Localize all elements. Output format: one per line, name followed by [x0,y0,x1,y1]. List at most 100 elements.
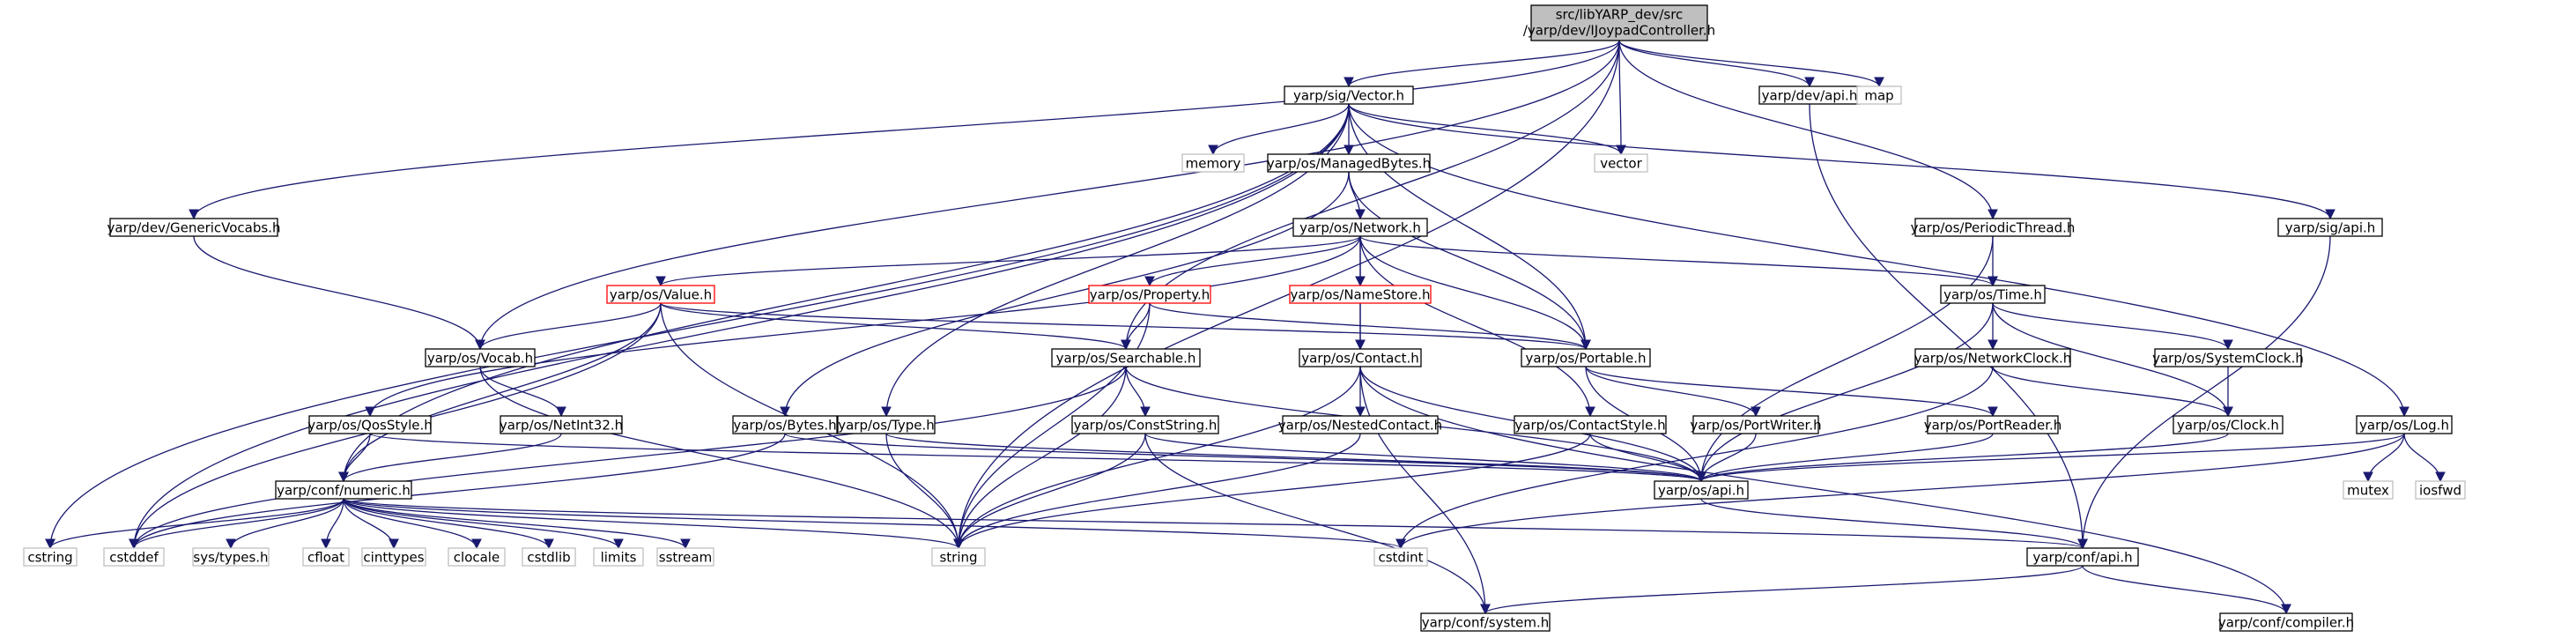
node-cstddef[interactable]: cstddef [103,547,165,567]
node-cstdlib[interactable]: cstdlib [522,547,576,567]
node-vocab-label: yarp/os/Vocab.h [427,351,533,367]
node-clocale[interactable]: clocale [448,547,506,567]
node-memory[interactable]: memory [1181,153,1245,173]
node-searchable[interactable]: yarp/os/Searchable.h [1051,348,1201,367]
node-periodic[interactable]: yarp/os/PeriodicThread.h [1911,218,2076,237]
node-vector_h[interactable]: yarp/sig/Vector.h [1284,85,1414,105]
node-cinttypes-box [361,547,426,567]
node-sysclock[interactable]: yarp/os/SystemClock.h [2152,348,2304,367]
edge-root-to-vocab [475,40,1620,351]
node-time-box [1940,285,2046,304]
node-osapi[interactable]: yarp/os/api.h [1654,480,1749,500]
node-netint[interactable]: yarp/os/NetInt32.h [500,415,623,434]
node-numeric[interactable]: yarp/conf/numeric.h [275,480,412,500]
node-sysclock-box [2154,348,2302,367]
node-vocab[interactable]: yarp/os/Vocab.h [425,348,536,367]
node-log[interactable]: yarp/os/Log.h [2356,415,2453,434]
edge-contactstyle-to-string [953,433,1591,550]
node-osapi-box [1654,480,1749,500]
node-type[interactable]: yarp/os/Type.h [837,415,936,434]
edge-netint-to-numeric [338,433,562,483]
node-contactstyle-box [1514,415,1667,434]
node-value[interactable]: yarp/os/Value.h [606,285,715,304]
node-clock[interactable]: yarp/os/Clock.h [2173,415,2284,434]
node-vector_h-label: yarp/sig/Vector.h [1293,88,1404,104]
edge-vector_h-to-sigapi [1348,103,2335,220]
node-log-box [2356,415,2453,434]
node-contactstyle-label: yarp/os/ContactStyle.h [1514,418,1665,434]
node-managed[interactable]: yarp/os/ManagedBytes.h [1267,153,1431,173]
node-systypes[interactable]: sys/types.h [192,547,270,567]
edge-periodic-to-osapi [1696,235,1994,483]
node-limits-box [593,547,644,567]
node-portwriter[interactable]: yarp/os/PortWriter.h [1690,415,1822,434]
node-time[interactable]: yarp/os/Time.h [1940,285,2046,304]
node-property[interactable]: yarp/os/Property.h [1088,285,1211,304]
node-confsystem[interactable]: yarp/conf/system.h [1420,612,1551,632]
node-cinttypes[interactable]: cinttypes [361,547,426,567]
edge-portable-to-portwriter [1585,366,1761,418]
edge-log-to-osapi [1696,433,2405,483]
node-compiler[interactable]: yarp/conf/compiler.h [2218,612,2354,632]
node-network[interactable]: yarp/os/Network.h [1292,218,1428,237]
node-genvocabs-box [109,218,278,237]
node-mutex-box [2343,480,2394,500]
node-genvocabs[interactable]: yarp/dev/GenericVocabs.h [107,218,281,237]
node-root[interactable]: src/libYARP_dev/src /yarp/dev/IJoypadCon… [1523,4,1715,41]
edge-property-to-portable [1149,302,1591,351]
node-value-label: yarp/os/Value.h [610,287,712,303]
node-periodic-box [1914,218,2071,237]
node-cstring-box [23,547,78,567]
node-bytes[interactable]: yarp/os/Bytes.h [732,415,838,434]
node-portreader[interactable]: yarp/os/PortReader.h [1924,415,2062,434]
node-vector[interactable]: vector [1594,153,1648,173]
node-map-box [1856,85,1902,105]
node-sigapi[interactable]: yarp/sig/api.h [2277,218,2383,237]
node-contact[interactable]: yarp/os/Contact.h [1299,348,1422,367]
edge-numeric-to-cstddef [129,498,344,550]
node-qos[interactable]: yarp/os/QosStyle.h [307,415,433,434]
node-vocab-box [425,348,536,367]
edge-vector_h-to-cstring [45,103,1350,550]
node-compiler-label: yarp/conf/compiler.h [2218,615,2354,631]
edge-numeric-to-string [343,498,964,550]
node-namestore[interactable]: yarp/os/NameStore.h [1289,285,1432,304]
node-searchable-label: yarp/os/Searchable.h [1056,351,1196,367]
node-netclock-label: yarp/os/NetworkClock.h [1914,351,2072,367]
node-cstdint[interactable]: cstdint [1373,547,1428,567]
node-network-box [1292,218,1428,237]
node-nested[interactable]: yarp/os/NestedContact.h [1278,415,1442,434]
node-sstream[interactable]: sstream [656,547,714,567]
node-iosfwd[interactable]: iosfwd [2415,480,2466,500]
node-periodic-label: yarp/os/PeriodicThread.h [1911,220,2076,236]
edge-network-to-qos [365,235,1361,418]
node-cstring[interactable]: cstring [23,547,78,567]
edge-sigapi-to-confapi [2077,235,2331,550]
node-bytes-box [732,415,838,434]
node-portable[interactable]: yarp/os/Portable.h [1521,348,1651,367]
node-cfloat[interactable]: cfloat [302,547,350,567]
edge-numeric-to-cstdint [343,498,1406,550]
node-compiler-box [2219,612,2353,632]
edge-conststring-to-string [953,433,1146,550]
edge-numeric-to-cfloat [321,498,344,550]
node-netclock[interactable]: yarp/os/NetworkClock.h [1914,348,2072,367]
node-mutex[interactable]: mutex [2343,480,2394,500]
node-managed-label: yarp/os/ManagedBytes.h [1267,156,1431,172]
root-line-1: src/libYARP_dev/src [1556,7,1684,24]
node-contactstyle[interactable]: yarp/os/ContactStyle.h [1514,415,1667,434]
edge-qos-to-numeric [338,433,371,483]
edge-value-to-vocab [475,302,662,351]
node-confapi[interactable]: yarp/conf/api.h [2026,547,2139,567]
node-conststring[interactable]: yarp/os/ConstString.h [1071,415,1219,434]
node-dev_api[interactable]: yarp/dev/api.h [1758,85,1861,105]
node-clocale-box [448,547,506,567]
node-map[interactable]: map [1856,85,1902,105]
node-portwriter-label: yarp/os/PortWriter.h [1690,418,1821,434]
edge-qos-to-osapi [369,433,1706,483]
node-string[interactable]: string [931,547,986,567]
edge-portable-to-portreader [1585,366,1998,418]
edge-bytes-to-cstddef [129,433,786,550]
node-limits[interactable]: limits [593,547,644,567]
edge-conststring-to-osapi [1144,433,1706,483]
